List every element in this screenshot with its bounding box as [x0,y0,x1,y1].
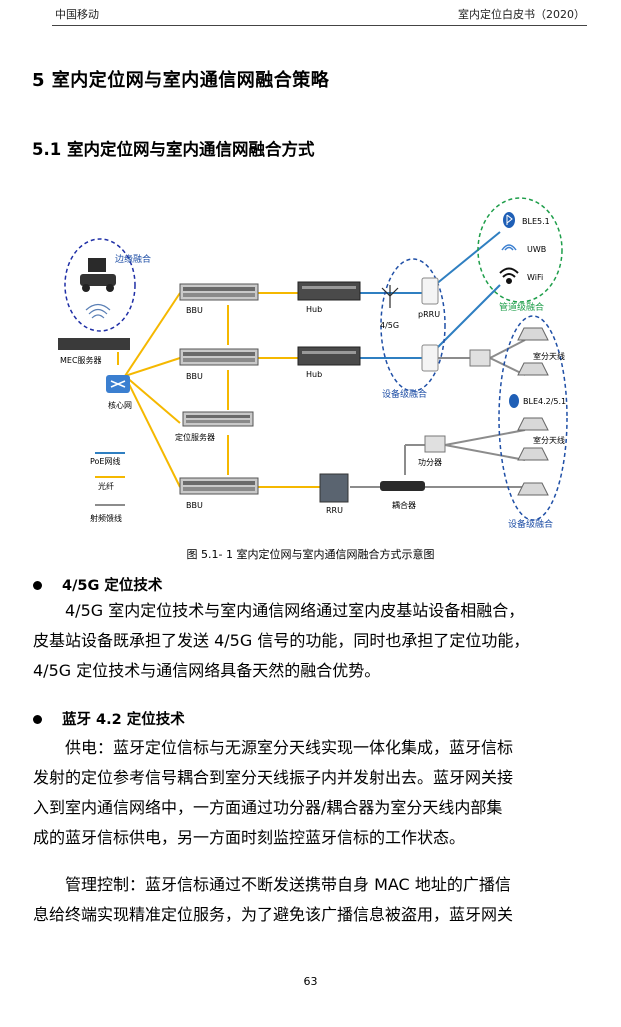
mec-label: MEC服务器 [60,355,102,365]
edge-fusion-label: 边缘融合 [115,253,151,265]
bbu-icon [179,283,259,301]
bullet-45g-title: 4/5G 定位技术 [62,578,163,594]
robot-icon [80,258,116,292]
text-line: 皮基站设备既承担了发送 4/5G 信号的功能，同时也承担了定位功能， [33,631,530,650]
location-server-icon [182,411,254,427]
bbu-label-2: BBU [186,372,203,381]
ble4251-label: BLE4.2/5.1 [523,397,566,406]
antenna-icon [381,285,399,308]
ceiling-antenna-icon [517,327,549,496]
prru-device-icon [421,277,439,305]
poe-links [360,231,501,359]
core-label: 核心网 [108,400,132,410]
bluetooth-icon [503,212,515,228]
header-rule [52,25,587,26]
prru-device-icon [421,344,439,372]
paragraph-power: 供电：蓝牙定位信标与无源室分天线实现一体化集成，蓝牙信标 发射的定位参考信号耦合… [33,733,585,853]
core-network-icon [106,375,130,393]
subsection-title: 5.1 室内定位网与室内通信网融合方式 [32,140,315,159]
text-line: 4/5G 室内定位技术与室内通信网络通过室内皮基站设备相融合， [65,601,525,620]
indoor-antenna-label-2: 室分天线 [533,435,565,445]
text-line: 息给终端实现精准定位服务，为了避免该广播信息被盗用，蓝牙网关 [33,905,514,924]
header-org: 中国移动 [55,8,99,21]
bbu-label-1: BBU [186,306,203,315]
hub-label-1: Hub [306,305,322,314]
bullet-bluetooth-title: 蓝牙 4.2 定位技术 [62,712,185,728]
page-number: 63 [303,975,318,988]
bluetooth-icon [509,394,519,408]
pipe-fusion-ellipse [477,197,563,303]
wifi-icon [499,267,519,284]
bbu-icon [179,348,259,366]
prru-label: pRRU [418,310,440,319]
uwb-icon [501,244,517,251]
ble51-label: BLE5.1 [522,217,550,226]
splitter-label: 功分器 [418,457,442,467]
device-fusion-ellipse-1 [380,258,446,392]
header-doc-title: 室内定位白皮书（2020） [458,8,585,21]
device-fusion-ellipse-2 [498,315,568,521]
text-line: 4/5G 定位技术与通信网络具备天然的融合优势。 [33,661,381,680]
bullet-45g: 4/5G 定位技术 [33,574,162,595]
4-5g-label: 4/5G [380,321,399,330]
fiber-links [117,292,320,488]
text-line: 管理控制：蓝牙信标通过不断发送携带自身 MAC 地址的广播信 [65,875,511,894]
bbu-icon [179,477,259,495]
uwb-label: UWB [527,245,546,254]
pipe-fusion-label: 管道级融合 [499,301,544,313]
wifi-label: WiFi [527,273,543,282]
legend: PoE网线 光纤 射频馈线 [90,452,125,523]
edge-fusion-ellipse [64,238,136,332]
indoor-antenna-label-1: 室分天线 [533,351,565,361]
bullet-dot [33,580,42,590]
fusion-diagram: 边缘融合 MEC服务器 核心网 BBU BBU 定位服务器 [58,197,568,530]
paragraph-45g: 4/5G 室内定位技术与室内通信网络通过室内皮基站设备相融合， 皮基站设备既承担… [33,596,585,686]
figure-caption: 图 5.1- 1 室内定位网与室内通信网融合方式示意图 [186,548,435,561]
text-line: 供电：蓝牙定位信标与无源室分天线实现一体化集成，蓝牙信标 [65,738,514,757]
combiner-small-icon [469,349,491,367]
mec-server-icon [58,338,130,350]
bullet-bluetooth: 蓝牙 4.2 定位技术 [33,708,185,729]
rru-label: RRU [326,506,343,515]
bullet-dot [33,714,42,724]
splitter-icon [424,435,446,453]
bbu-label-3: BBU [186,501,203,510]
wireless-signal-icon [85,303,111,319]
text-line: 入到室内通信网络中，一方面通过功分器/耦合器为室分天线内部集 [33,798,503,817]
paragraph-management: 管理控制：蓝牙信标通过不断发送携带自身 MAC 地址的广播信 息给终端实现精准定… [33,870,585,930]
text-line: 成的蓝牙信标供电，另一方面时刻监控蓝牙信标的工作状态。 [33,828,466,847]
text-line: 发射的定位参考信号耦合到室分天线振子内并发射出去。蓝牙网关接 [33,768,514,787]
device-fusion-label-2: 设备级融合 [508,518,553,530]
coupler-icon [380,481,425,491]
section-title: 5 室内定位网与室内通信网融合策略 [32,70,330,91]
device-fusion-label-1: 设备级融合 [382,388,427,400]
hub-label-2: Hub [306,370,322,379]
legend-poe: PoE网线 [90,456,121,466]
legend-rf: 射频馈线 [90,513,122,523]
location-server-label: 定位服务器 [175,432,215,442]
hub-icon [297,281,361,301]
rru-icon [319,473,349,503]
hub-icon [297,346,361,366]
legend-fiber: 光纤 [98,481,114,491]
coupler-label: 耦合器 [392,500,416,510]
